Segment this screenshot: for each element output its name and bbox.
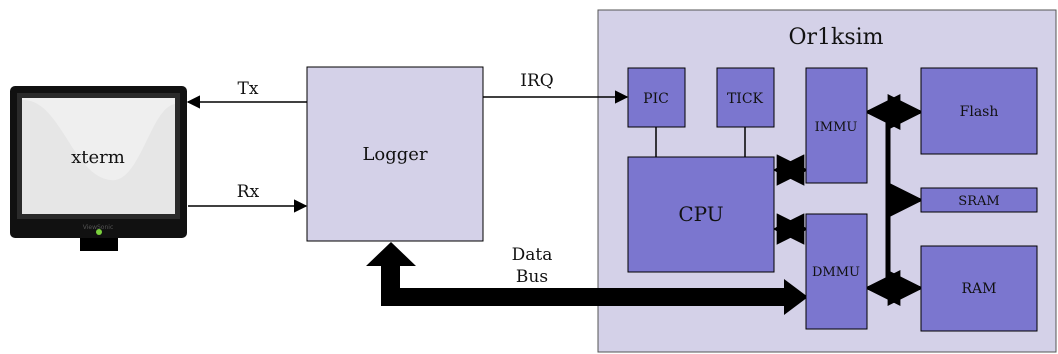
monitor-icon: ViewSonic bbox=[10, 86, 187, 251]
dmmu-block bbox=[805, 213, 868, 330]
rx-label: Rx bbox=[237, 182, 260, 202]
ram-label: RAM bbox=[962, 281, 997, 297]
cpu-block bbox=[627, 156, 775, 273]
tx-label: Tx bbox=[238, 79, 259, 99]
ram-block bbox=[920, 245, 1038, 332]
sram-block bbox=[920, 187, 1038, 213]
flash-block bbox=[920, 67, 1038, 155]
immu-block bbox=[805, 67, 868, 184]
pic-block bbox=[627, 67, 686, 128]
or1ksim-title: Or1ksim bbox=[788, 25, 883, 50]
power-led-icon bbox=[96, 229, 102, 235]
irq-label: IRQ bbox=[520, 71, 553, 91]
sram-label: SRAM bbox=[958, 194, 999, 209]
data-bus-label-line2: Bus bbox=[516, 267, 548, 287]
logger-label: Logger bbox=[362, 144, 427, 165]
data-bus-arrow bbox=[366, 242, 808, 315]
tick-label: TICK bbox=[727, 91, 764, 107]
flash-label: Flash bbox=[960, 104, 999, 120]
pic-label: PIC bbox=[643, 91, 669, 107]
data-bus-label-line1: Data bbox=[512, 245, 553, 265]
logger-block bbox=[306, 66, 484, 242]
immu-label: IMMU bbox=[815, 120, 858, 135]
xterm-label: xterm bbox=[71, 147, 125, 168]
dmmu-label: DMMU bbox=[812, 265, 860, 280]
tick-block bbox=[716, 67, 775, 128]
monitor-brand: ViewSonic bbox=[83, 224, 114, 231]
cpu-label: CPU bbox=[678, 202, 723, 226]
